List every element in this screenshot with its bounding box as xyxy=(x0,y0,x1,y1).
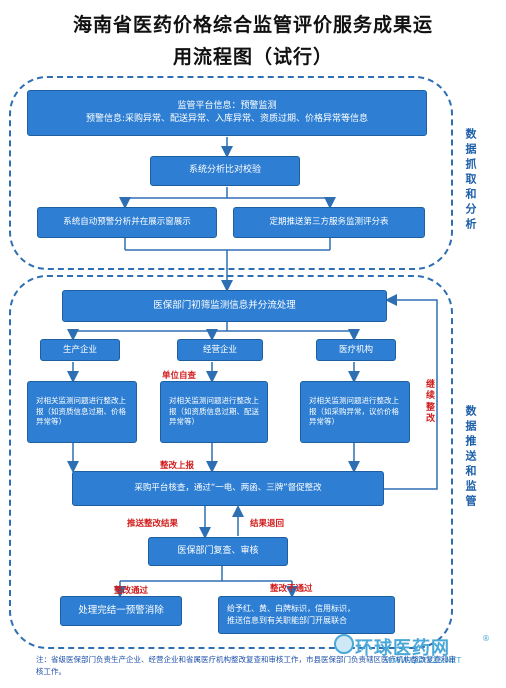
box-medical-dept: 医保部门初筛监测信息并分流处理 xyxy=(62,290,387,322)
section-label-bottom: 数据推送和监管 xyxy=(464,405,477,510)
label-failed: 整改不通过 xyxy=(270,584,313,594)
footnote: 注：省级医保部门负责生产企业、经营企业和省属医疗机构整改复查和审核工作，市县医保… xyxy=(36,655,456,676)
fail-line-2: 推送信息到有关职能部门开展联合 xyxy=(227,616,347,625)
platform-line-2: 预警信息:采购异常、配送异常、入库异常、资质过期、价格异常等信息 xyxy=(85,114,369,124)
section-data-capture xyxy=(9,76,453,270)
watermark-url: WWW.QGYYZS.NET xyxy=(385,656,462,665)
box-platform-monitor: 监管平台信息：预警监测 预警信息:采购异常、配送异常、入库异常、资质过期、价格异… xyxy=(27,90,427,136)
box-analysis: 系统分析比对校验 xyxy=(150,156,300,186)
box-pass-result: 处理完结一预警消除 xyxy=(60,596,182,626)
box-hospital: 医疗机构 xyxy=(316,339,396,361)
title-line-1: 海南省医药价格综合监管评价服务成果运 xyxy=(72,14,433,36)
box-producer: 生产企业 xyxy=(40,339,120,361)
label-report: 整改上报 xyxy=(160,461,195,471)
title-line-2: 用流程图（试行） xyxy=(172,46,333,68)
section-label-top: 数据抓取和分析 xyxy=(464,128,477,233)
watermark-globe-icon xyxy=(334,634,354,654)
watermark-registered: ® xyxy=(482,634,490,643)
label-continue: 继续整改 xyxy=(426,380,436,424)
platform-line-1: 监管平台信息：预警监测 xyxy=(177,100,277,111)
watermark-name: 环球医药网 xyxy=(355,638,450,659)
box-rect-producer: 对相关监测问题进行整改上报（如资质信息过期、价格异常等） xyxy=(27,381,137,443)
box-procurement-check: 采购平台核查，通过“一电、两函、三牌”督促整改 xyxy=(72,471,384,506)
box-third-party: 定期推送第三方服务监测评分表 xyxy=(233,207,425,238)
box-auto-alert: 系统自动预警分析并在展示窗展示 xyxy=(37,207,217,238)
label-return: 结果退回 xyxy=(250,519,285,529)
box-review: 医保部门复查、审核 xyxy=(148,537,288,566)
label-passed: 整改通过 xyxy=(114,586,149,596)
fail-line-1: 给予红、黄、白牌标识，信用标识， xyxy=(227,604,355,614)
arrow-continue-loop xyxy=(384,294,438,490)
box-fail-result: 给予红、黄、白牌标识，信用标识， 推送信息到有关职能部门开展联合 xyxy=(218,596,395,634)
box-distributor: 经营企业 xyxy=(177,339,263,361)
box-rect-distributor: 对相关监测问题进行整改上报（如资质信息过期、配送异常等） xyxy=(160,381,268,443)
box-rect-hospital: 对相关监测问题进行整改上报（如采购异常，议价价格异常等） xyxy=(300,381,410,443)
section-data-push xyxy=(9,275,453,649)
label-push-result: 推送整改结果 xyxy=(127,519,179,529)
label-self-check: 单位自查 xyxy=(162,371,197,381)
